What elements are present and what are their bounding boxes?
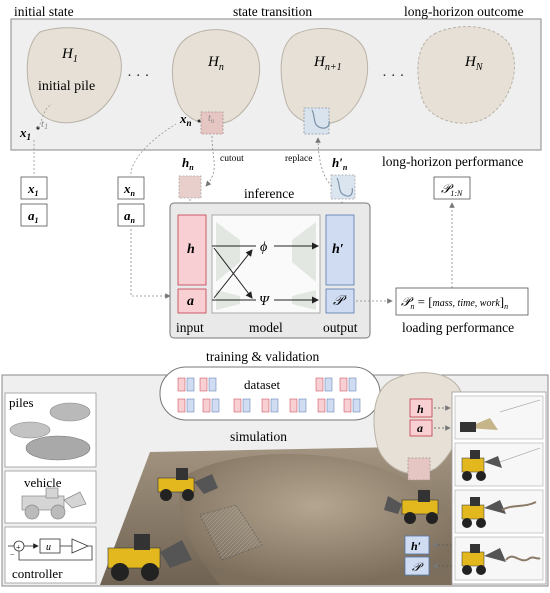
perf-formula-box bbox=[395, 287, 529, 316]
xn-box-label: xn bbox=[123, 181, 136, 198]
hn1-label: Hn+1 bbox=[313, 54, 342, 73]
hn-shape bbox=[171, 29, 260, 125]
input-h-label: h bbox=[187, 242, 195, 257]
hN-shape bbox=[417, 26, 515, 124]
long-horizon-outcome-title: long-horizon outcome bbox=[404, 4, 524, 19]
loader-3 bbox=[384, 490, 439, 524]
model-label: model bbox=[249, 320, 283, 335]
model-cross-2 bbox=[213, 249, 253, 299]
side-a-label: a bbox=[417, 421, 423, 435]
dots-1: · · · bbox=[127, 68, 150, 84]
controller-label: controller bbox=[12, 566, 63, 581]
output-p-block bbox=[325, 288, 355, 314]
an-box bbox=[117, 203, 145, 227]
hprime-thumb bbox=[330, 174, 356, 200]
side-hprime-label: h′ bbox=[411, 539, 421, 553]
controller-u: u bbox=[46, 542, 51, 553]
hn-cut-label: hn bbox=[182, 155, 194, 172]
tn-label: tn bbox=[208, 113, 215, 125]
input-label: input bbox=[176, 320, 204, 335]
cutout-region bbox=[200, 111, 224, 135]
controller-plus: + bbox=[16, 543, 21, 552]
model-cross-1 bbox=[213, 247, 253, 299]
vehicle-label: vehicle bbox=[24, 475, 62, 490]
side-cutout bbox=[407, 457, 431, 481]
hn1-shape bbox=[280, 27, 368, 125]
frame-1 bbox=[454, 395, 544, 440]
training-validation-label: training & validation bbox=[206, 349, 319, 364]
cutout-label: cutout bbox=[220, 154, 244, 164]
initial-state-shape bbox=[26, 27, 122, 124]
p1N-box bbox=[433, 176, 471, 200]
h1-label: H1 bbox=[61, 46, 78, 65]
vehicle-icon bbox=[21, 487, 87, 520]
side-h-label: h bbox=[417, 402, 424, 416]
input-a-block bbox=[177, 288, 207, 314]
pile-thumb-3 bbox=[25, 435, 91, 461]
t1-label: t1 bbox=[41, 118, 48, 131]
xn-point bbox=[197, 119, 201, 123]
frame-4 bbox=[454, 536, 544, 581]
replace-arrow bbox=[315, 137, 333, 187]
frame-3 bbox=[454, 489, 544, 534]
replaced-region bbox=[303, 107, 330, 135]
initial-state-title: initial state bbox=[14, 4, 74, 19]
output-h-block bbox=[325, 214, 355, 286]
psi-label: Ψ bbox=[259, 294, 270, 309]
hN-label: HN bbox=[464, 54, 484, 73]
simulation-pile bbox=[179, 454, 452, 585]
frame-2 bbox=[454, 442, 544, 487]
x1-label: x1 bbox=[19, 125, 31, 142]
side-h-block bbox=[409, 398, 433, 418]
loading-performance-label: loading performance bbox=[402, 320, 514, 335]
replace-label: replace bbox=[285, 154, 312, 164]
side-a-block bbox=[409, 419, 433, 437]
controller-minus: − bbox=[10, 550, 15, 559]
a1-box bbox=[20, 203, 48, 227]
hn-cut-thumb bbox=[178, 175, 202, 199]
dots-2: · · · bbox=[382, 68, 405, 84]
input-a-label: a bbox=[187, 294, 194, 309]
long-horizon-performance-label: long-horizon performance bbox=[382, 154, 523, 169]
x1-box bbox=[20, 176, 48, 200]
pile-thumb-2 bbox=[9, 421, 51, 439]
inference-title: inference bbox=[244, 186, 294, 201]
xn-label: xn bbox=[179, 111, 192, 128]
dataset-samples bbox=[177, 377, 361, 413]
piles-label: piles bbox=[9, 395, 34, 410]
simulation-label: simulation bbox=[230, 429, 287, 444]
initial-pile-label: initial pile bbox=[38, 79, 95, 94]
side-p-block bbox=[404, 556, 430, 576]
x1-box-label: x1 bbox=[27, 181, 39, 198]
controller-box bbox=[4, 526, 97, 584]
trajectory-1 bbox=[37, 103, 53, 129]
xn-connector bbox=[130, 123, 177, 175]
controller-diagram bbox=[8, 538, 93, 561]
state-transition-title: state transition bbox=[233, 4, 312, 19]
hprime-curve bbox=[336, 177, 353, 197]
hprime-n-label: h′n bbox=[332, 155, 348, 172]
side-hprime-block bbox=[404, 535, 430, 555]
an-to-input-arrow bbox=[130, 229, 171, 299]
dataset-label: dataset bbox=[244, 377, 280, 392]
sim-cutout-patch bbox=[199, 504, 263, 561]
cutout-arrow bbox=[205, 135, 215, 187]
an-box-label: an bbox=[124, 208, 136, 225]
hn-label: Hn bbox=[207, 54, 224, 73]
loader-1 bbox=[157, 468, 218, 501]
output-h-label: h′ bbox=[332, 242, 344, 257]
output-label: output bbox=[323, 320, 358, 335]
replaced-curve bbox=[311, 109, 330, 129]
input-h-block bbox=[177, 214, 207, 286]
a1-box-label: a1 bbox=[28, 208, 39, 225]
pile-thumb-1 bbox=[49, 402, 91, 422]
loader-2 bbox=[107, 534, 192, 581]
phi-label: ϕ bbox=[260, 240, 267, 255]
model-net-shape bbox=[216, 222, 316, 282]
xn-box bbox=[117, 176, 145, 200]
